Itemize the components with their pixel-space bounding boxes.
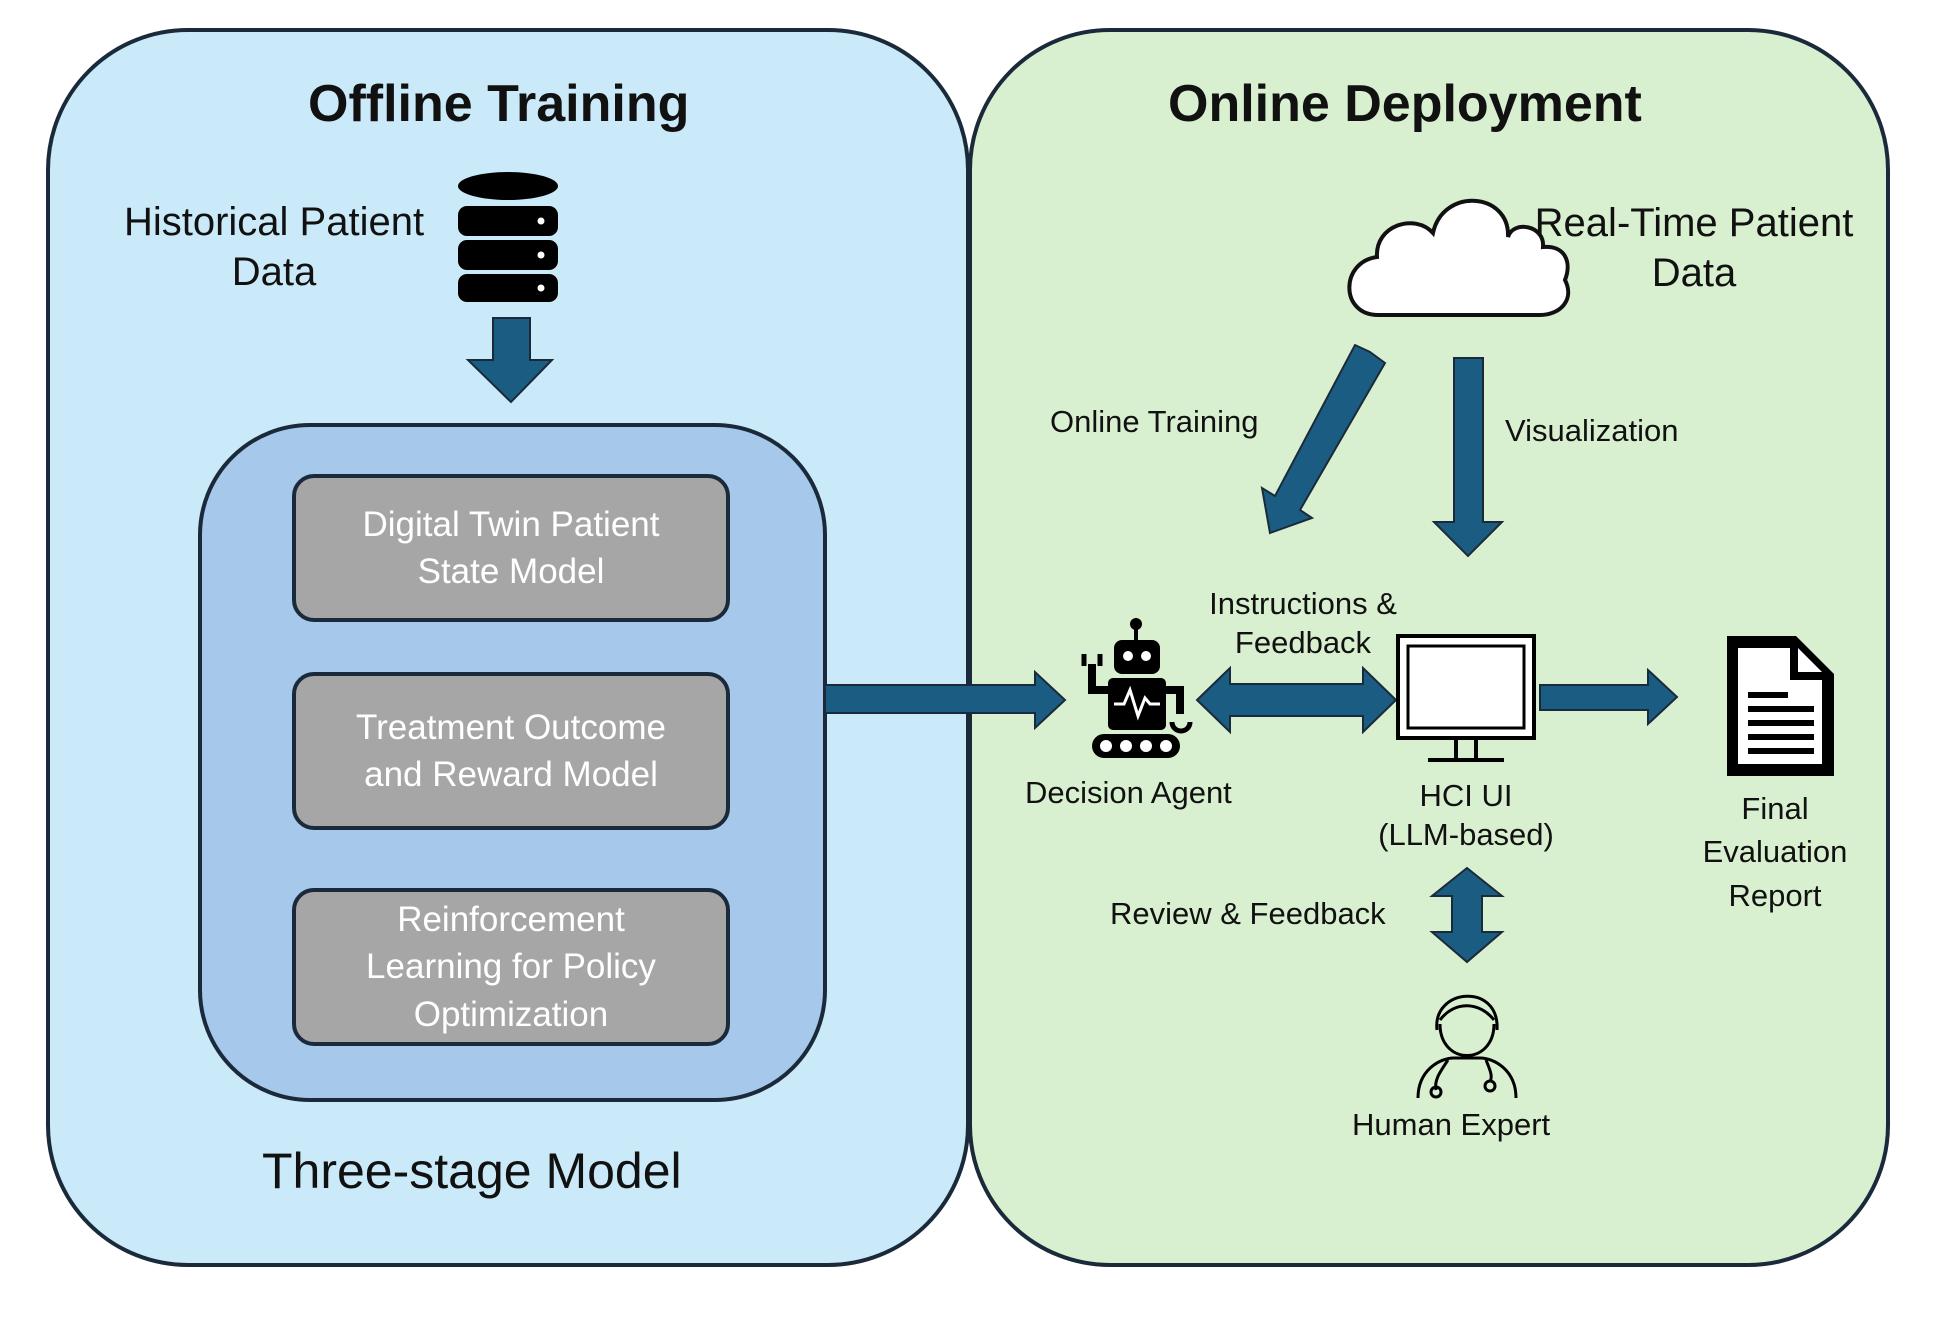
report-line1: Final — [1741, 791, 1809, 826]
review-feedback-label: Review & Feedback — [1110, 896, 1386, 931]
stage-2-line1: Treatment Outcome — [356, 707, 666, 747]
decision-agent-label: Decision Agent — [1025, 775, 1232, 810]
instructions-feedback-label: Instructions & Feedback — [1188, 585, 1418, 663]
online-training-label: Online Training — [1050, 404, 1259, 439]
report-line3: Report — [1728, 877, 1822, 913]
arrow-online-training — [1260, 343, 1387, 535]
robot-icon — [1081, 618, 1193, 758]
doctor-icon — [1416, 994, 1518, 1099]
arrow-hci-to-report — [1539, 667, 1679, 727]
historical-data-line2: Data — [231, 250, 317, 294]
stage-3-line3: Optimization — [413, 994, 609, 1034]
hci-ui-label: HCI UI (LLM-based) — [1356, 777, 1576, 855]
monitor-icon — [1396, 634, 1536, 762]
stage-2-line2: and Reward Model — [364, 755, 658, 794]
historical-data-line1: Historical Patient — [123, 200, 425, 244]
three-stage-model-label: Three-stage Model — [262, 1143, 682, 1199]
stage-1-line2: State Model — [417, 552, 605, 591]
hci-line2: (LLM-based) — [1378, 816, 1554, 852]
human-expert-label: Human Expert — [1352, 1107, 1551, 1142]
final-report-label: Final Evaluation Report — [1680, 787, 1870, 917]
cloud-icon — [1347, 198, 1571, 317]
online-panel-title: Online Deployment — [1168, 75, 1642, 133]
report-line2: Evaluation — [1702, 834, 1848, 870]
realtime-data-line2: Data — [1651, 251, 1737, 295]
instructions-line2: Feedback — [1234, 624, 1372, 660]
stage-3-line2: Learning for Policy — [366, 947, 656, 987]
hci-line1: HCI UI — [1419, 778, 1513, 813]
document-icon — [1727, 636, 1834, 776]
offline-panel-title: Offline Training — [308, 75, 690, 133]
realtime-data-label: Real-Time Patient Data — [1518, 198, 1870, 298]
stage-digital-twin: Digital Twin Patient State Model — [292, 474, 730, 622]
arrow-model-to-agent — [824, 669, 1067, 731]
historical-data-label: Historical Patient Data — [104, 197, 444, 297]
database-icon — [458, 172, 558, 302]
stage-treatment-outcome: Treatment Outcome and Reward Model — [292, 672, 730, 830]
stage-1-line1: Digital Twin Patient — [362, 504, 660, 544]
stage-3-line1: Reinforcement — [397, 900, 625, 940]
visualization-label: Visualization — [1505, 413, 1679, 448]
instructions-line1: Instructions & — [1209, 586, 1397, 621]
arrow-review-feedback — [1429, 866, 1505, 964]
realtime-data-line1: Real-Time Patient — [1534, 201, 1854, 245]
arrow-data-to-model — [465, 317, 555, 404]
stage-reinforcement-learning: Reinforcement Learning for Policy Optimi… — [292, 888, 730, 1046]
arrow-visualization — [1431, 357, 1505, 558]
